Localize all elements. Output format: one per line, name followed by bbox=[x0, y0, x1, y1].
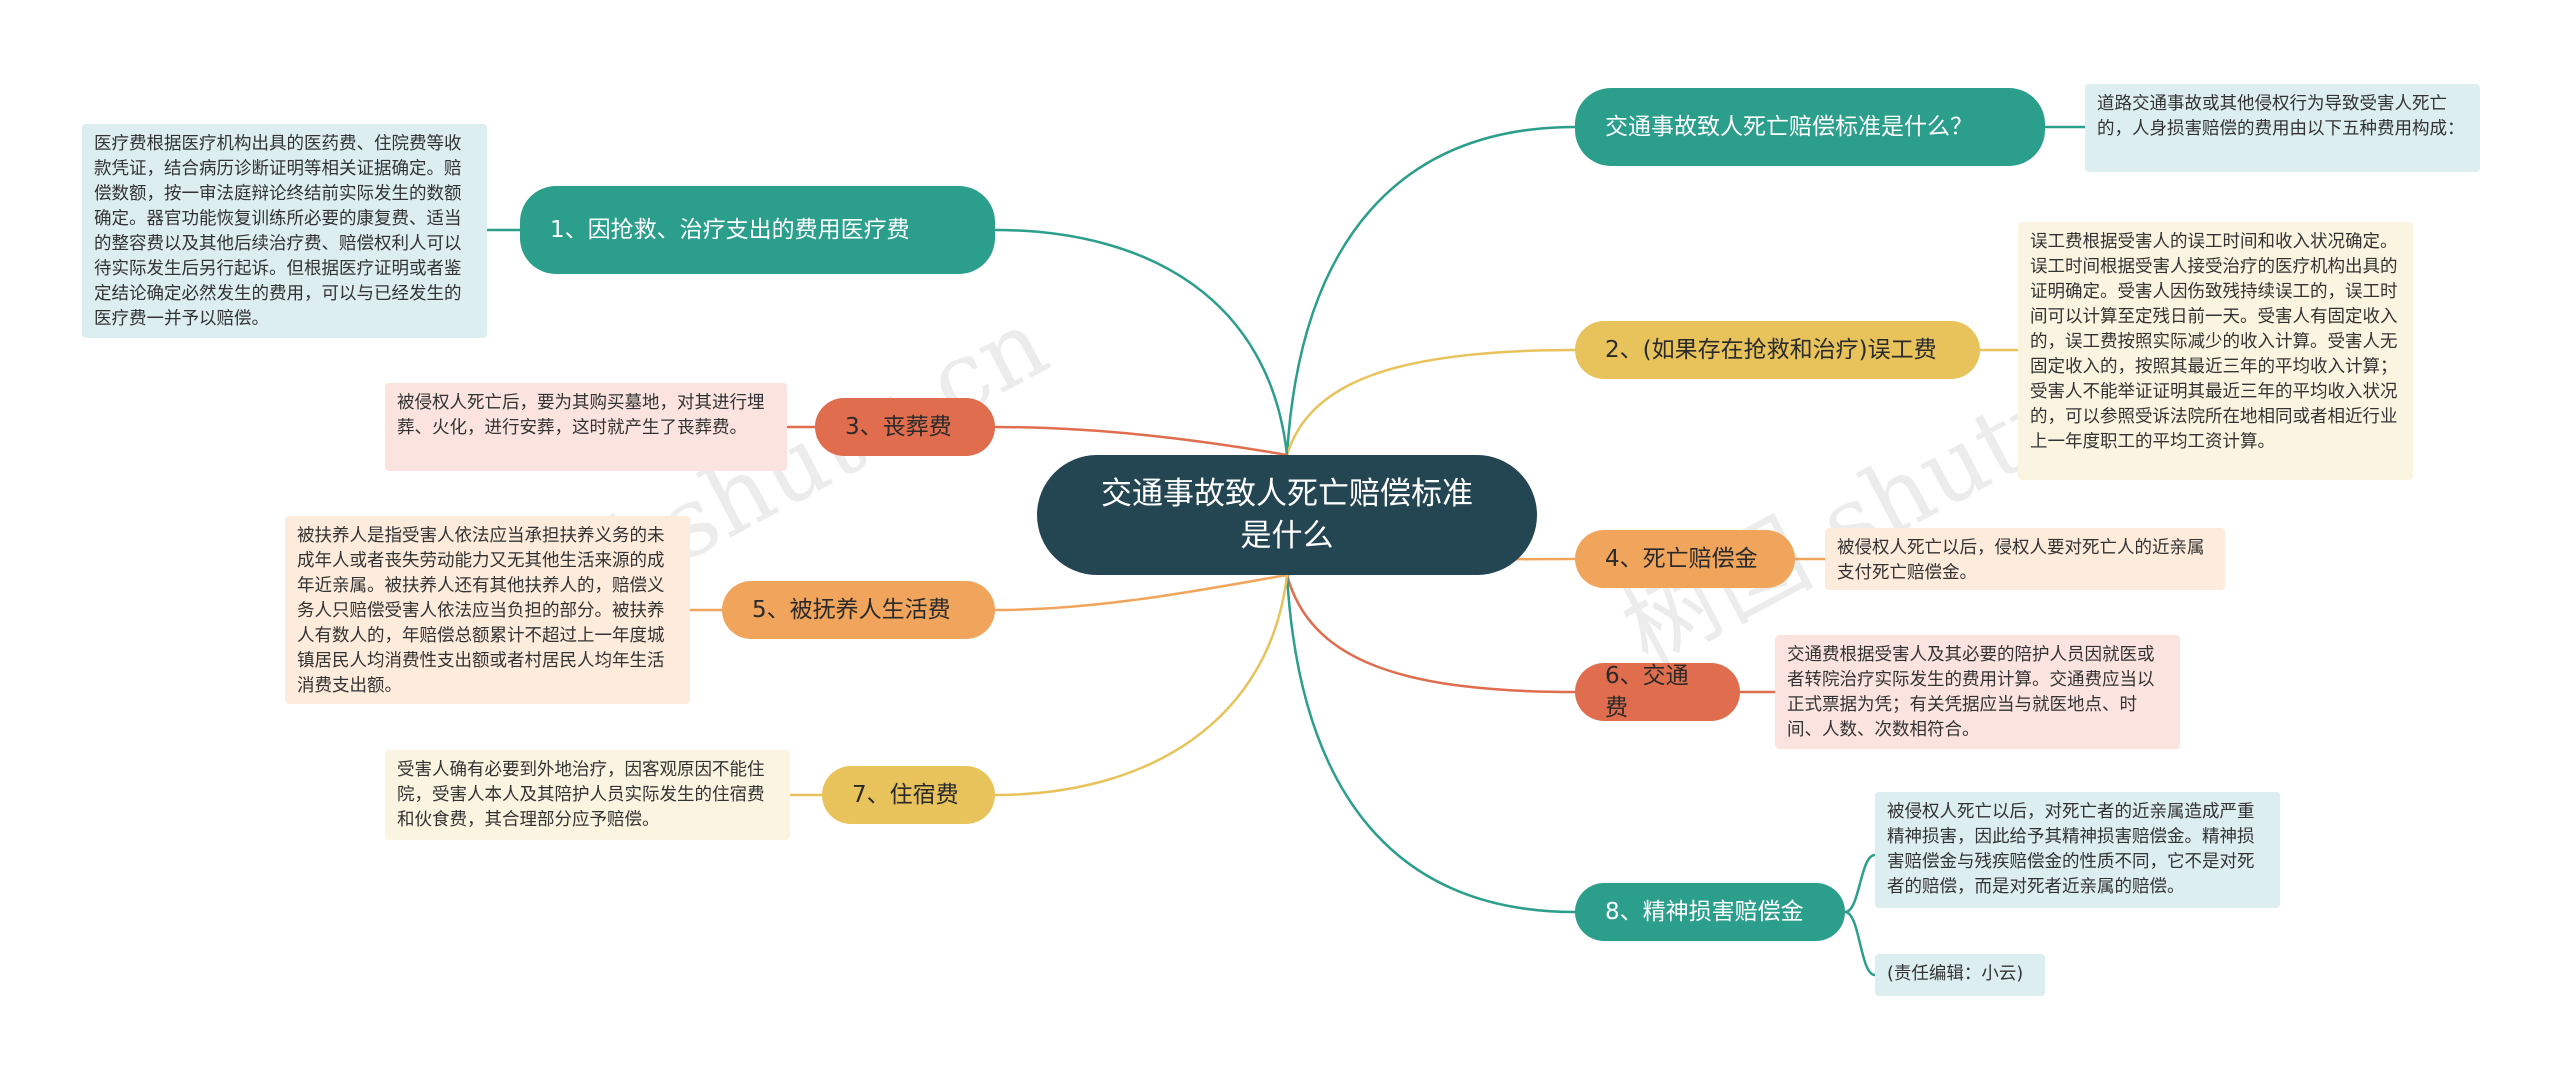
link-root-b7 bbox=[993, 573, 1289, 797]
branch-transport-fee[interactable]: 6、交通费 bbox=[1575, 663, 1740, 721]
branch-label: 6、交通费 bbox=[1605, 663, 1689, 721]
branch-label: 交通事故致人死亡赔偿标准是什么？ bbox=[1605, 114, 1973, 140]
note-text: 受害人确有必要到外地治疗，因客观原因不能住院，受害人本人及其陪护人员实际发生的住… bbox=[397, 760, 765, 830]
branch-label: 4、死亡赔偿金 bbox=[1605, 546, 1758, 572]
link-b8-note1 bbox=[1843, 853, 1877, 914]
note-text: 道路交通事故或其他侵权行为导致受害人死亡的，人身损害赔偿的费用由以下五种费用构成… bbox=[2097, 94, 2465, 139]
note-funeral-fee: 被侵权人死亡后，要为其购买墓地，对其进行埋葬、火化，进行安葬，这时就产生了丧葬费… bbox=[385, 383, 787, 471]
note-text: (责任编辑：小云) bbox=[1887, 964, 2024, 984]
link-b8-note2 bbox=[1843, 910, 1877, 977]
branch-label: 2、(如果存在抢救和治疗)误工费 bbox=[1605, 337, 1937, 363]
note-text: 误工费根据受害人的误工时间和收入状况确定。误工时间根据受害人接受治疗的医疗机构出… bbox=[2030, 232, 2398, 452]
root-topic[interactable]: 交通事故致人死亡赔偿标准是什么 bbox=[1037, 455, 1537, 575]
root-topic-label: 交通事故致人死亡赔偿标准是什么 bbox=[1101, 476, 1473, 554]
note-text: 医疗费根据医疗机构出具的医药费、住院费等收款凭证，结合病历诊断证明等相关证据确定… bbox=[94, 134, 462, 329]
link-root-b6 bbox=[1285, 573, 1577, 694]
note-mental-damage-compensation: 被侵权人死亡以后，对死亡者的近亲属造成严重精神损害，因此给予其精神损害赔偿金。精… bbox=[1875, 792, 2280, 908]
link-root-b0 bbox=[1285, 125, 1577, 457]
branch-death-compensation[interactable]: 4、死亡赔偿金 bbox=[1575, 530, 1795, 588]
note-dependent-living-expenses: 被扶养人是指受害人依法应当承担扶养义务的未成年人或者丧失劳动能力又无其他生活来源… bbox=[285, 516, 690, 704]
note-text: 交通费根据受害人及其必要的陪护人员因就医或者转院治疗实际发生的费用计算。交通费应… bbox=[1787, 645, 2155, 740]
note-death-compensation: 被侵权人死亡以后，侵权人要对死亡人的近亲属支付死亡赔偿金。 bbox=[1825, 528, 2225, 590]
branch-dependent-living-expenses[interactable]: 5、被抚养人生活费 bbox=[722, 581, 995, 639]
link-root-b8 bbox=[1285, 573, 1577, 914]
branch-accommodation-fee[interactable]: 7、住宿费 bbox=[822, 766, 995, 824]
note-text: 被侵权人死亡后，要为其购买墓地，对其进行埋葬、火化，进行安葬，这时就产生了丧葬费… bbox=[397, 393, 765, 438]
branch-label: 7、住宿费 bbox=[852, 782, 959, 808]
note-transport-fee: 交通费根据受害人及其必要的陪护人员因就医或者转院治疗实际发生的费用计算。交通费应… bbox=[1775, 635, 2180, 749]
note-medical-fee: 医疗费根据医疗机构出具的医药费、住院费等收款凭证，结合病历诊断证明等相关证据确定… bbox=[82, 124, 487, 338]
branch-lost-wages[interactable]: 2、(如果存在抢救和治疗)误工费 bbox=[1575, 321, 1980, 379]
link-root-b2 bbox=[1285, 348, 1577, 457]
link-root-b5 bbox=[993, 573, 1289, 612]
branch-label: 5、被抚养人生活费 bbox=[752, 597, 951, 623]
branch-standard-question[interactable]: 交通事故致人死亡赔偿标准是什么？ bbox=[1575, 88, 2045, 166]
note-text: 被侵权人死亡以后，对死亡者的近亲属造成严重精神损害，因此给予其精神损害赔偿金。精… bbox=[1887, 802, 2255, 897]
note-accommodation-fee: 受害人确有必要到外地治疗，因客观原因不能住院，受害人本人及其陪护人员实际发生的住… bbox=[385, 750, 790, 840]
branch-label: 1、因抢救、治疗支出的费用医疗费 bbox=[550, 217, 910, 243]
note-text: 被扶养人是指受害人依法应当承担扶养义务的未成年人或者丧失劳动能力又无其他生活来源… bbox=[297, 526, 665, 696]
branch-label: 8、精神损害赔偿金 bbox=[1605, 899, 1804, 925]
note-text: 被侵权人死亡以后，侵权人要对死亡人的近亲属支付死亡赔偿金。 bbox=[1837, 538, 2205, 583]
branch-funeral-fee[interactable]: 3、丧葬费 bbox=[815, 398, 995, 456]
branch-label: 3、丧葬费 bbox=[845, 414, 952, 440]
note-standard-question: 道路交通事故或其他侵权行为导致受害人死亡的，人身损害赔偿的费用由以下五种费用构成… bbox=[2085, 84, 2480, 172]
note-editor-credit: (责任编辑：小云) bbox=[1875, 954, 2045, 996]
link-root-b3 bbox=[993, 425, 1289, 457]
branch-mental-damage-compensation[interactable]: 8、精神损害赔偿金 bbox=[1575, 883, 1845, 941]
note-lost-wages: 误工费根据受害人的误工时间和收入状况确定。误工时间根据受害人接受治疗的医疗机构出… bbox=[2018, 222, 2413, 480]
link-root-b1 bbox=[993, 228, 1289, 457]
branch-medical-fee[interactable]: 1、因抢救、治疗支出的费用医疗费 bbox=[520, 186, 995, 274]
